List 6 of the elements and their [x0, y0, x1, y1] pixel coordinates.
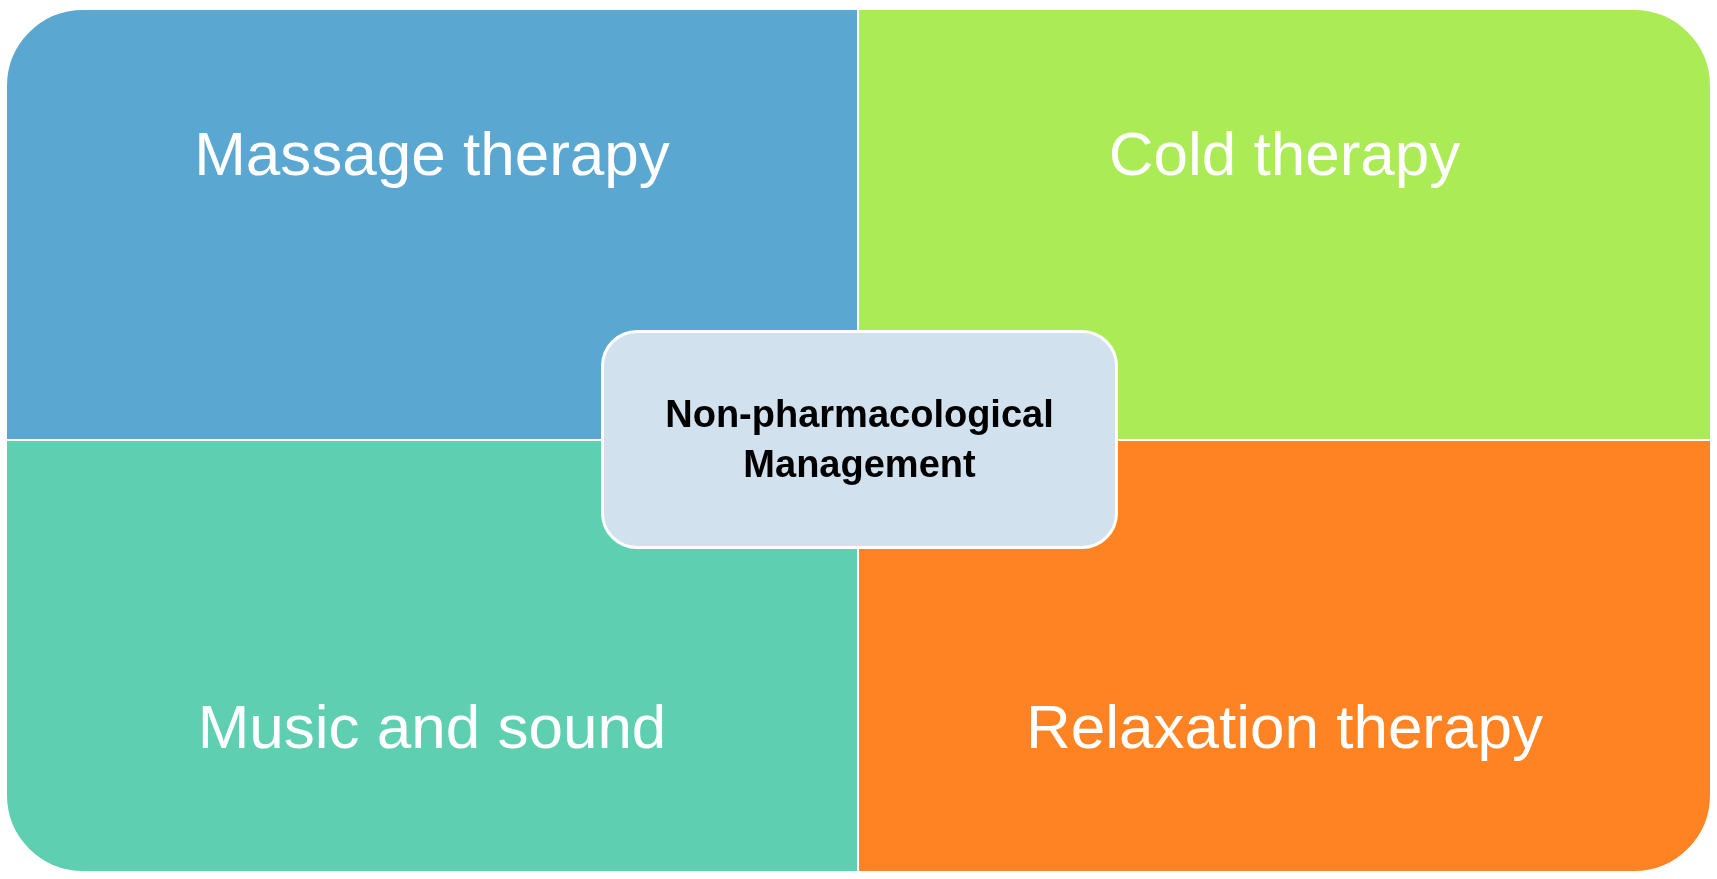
center-title: Non-pharmacological Management — [664, 392, 1055, 487]
quadrant-label: Massage therapy — [194, 120, 670, 189]
quadrant-label: Relaxation therapy — [1026, 692, 1543, 761]
quadrant-label: Cold therapy — [1108, 120, 1461, 189]
quadrant-label: Music and sound — [197, 692, 667, 761]
center-box — [601, 330, 1118, 549]
